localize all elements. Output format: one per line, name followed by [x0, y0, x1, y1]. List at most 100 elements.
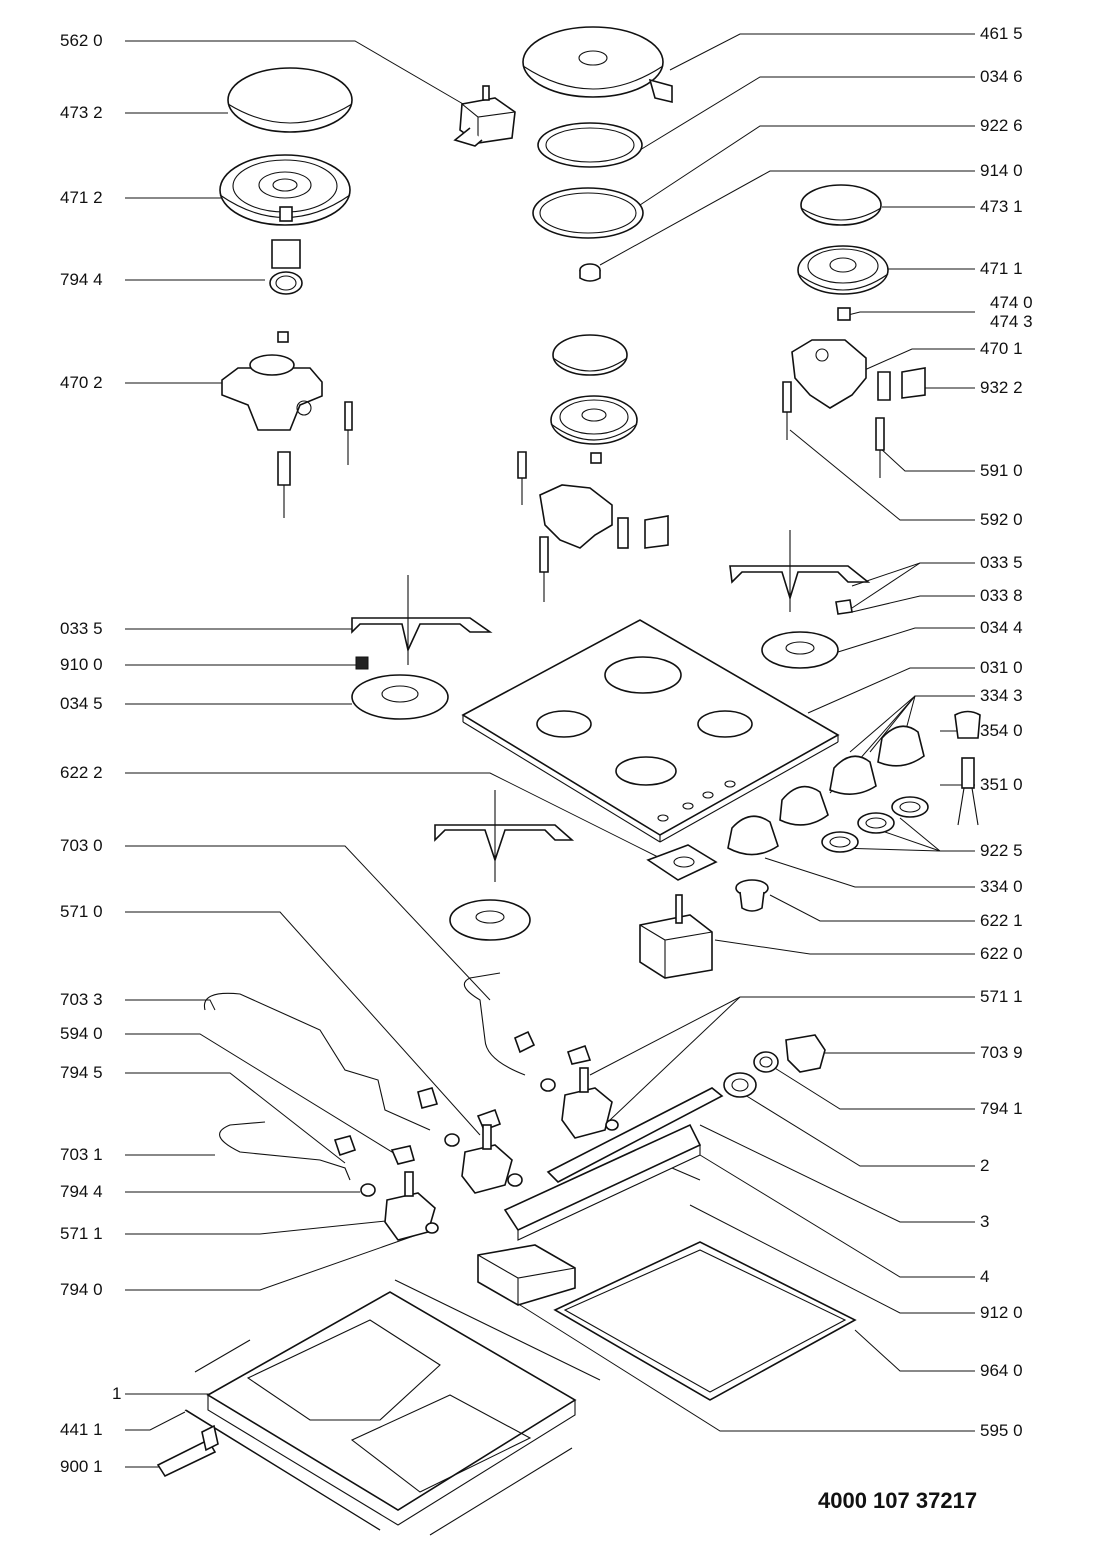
bracket-622-2 — [646, 844, 718, 881]
burner-base-470-1 — [782, 339, 926, 478]
pipe-703-0 — [463, 972, 526, 1076]
label-900-1: 900 1 — [60, 1457, 103, 1476]
switch-622-0 — [639, 894, 713, 979]
hotplate-461-5 — [522, 26, 673, 104]
pipe-703-1 — [219, 1121, 351, 1181]
label-703-1: 703 1 — [60, 1145, 103, 1164]
lamp-351-0 — [957, 757, 979, 826]
venturi-794-4 — [269, 239, 303, 295]
label-334-0: 334 0 — [980, 877, 1023, 896]
leader-lines-left — [125, 40, 661, 1468]
burner-head-middle — [550, 395, 638, 464]
label-471-1: 471 1 — [980, 259, 1023, 278]
label-592-0: 592 0 — [980, 510, 1023, 529]
nut-914-0 — [579, 263, 601, 282]
screw-912-0 — [671, 1167, 701, 1181]
label-354-0: 354 0 — [980, 721, 1023, 740]
gas-taps-571 — [384, 1067, 613, 1241]
injector-474-0 — [837, 307, 851, 321]
label-922-6: 922 6 — [980, 116, 1023, 135]
label-794-4: 794 4 — [60, 270, 103, 289]
label-4: 4 — [980, 1267, 990, 1286]
burner-cap-middle — [552, 334, 628, 376]
label-441-1: 441 1 — [60, 1420, 103, 1439]
clip-033-8 — [835, 599, 853, 615]
igniter-595-0 — [477, 1244, 576, 1306]
label-703-9: 703 9 — [980, 1043, 1023, 1062]
gasket-922-6 — [532, 187, 644, 239]
washers — [360, 1078, 619, 1234]
label-033-5-right: 033 5 — [980, 553, 1023, 572]
pan-support-left-033-5 — [351, 575, 493, 665]
label-622-1: 622 1 — [980, 911, 1023, 930]
burner-cap-473-2 — [227, 67, 353, 133]
label-794-5: 794 5 — [60, 1063, 103, 1082]
label-474-0: 474 0 — [990, 293, 1033, 312]
label-794-0: 794 0 — [60, 1280, 103, 1299]
label-470-1: 470 1 — [980, 339, 1023, 358]
label-622-0: 622 0 — [980, 944, 1023, 963]
label-034-4: 034 4 — [980, 618, 1023, 637]
label-334-3: 334 3 — [980, 686, 1023, 705]
hob-top-031-0 — [461, 619, 840, 843]
label-2: 2 — [980, 1156, 990, 1175]
pipe-703-3 — [203, 992, 431, 1131]
label-471-2: 471 2 — [60, 188, 103, 207]
label-461-5: 461 5 — [980, 24, 1023, 43]
label-571-1-right: 571 1 — [980, 987, 1023, 1006]
label-571-1-left: 571 1 — [60, 1224, 103, 1243]
base-tray-1 — [185, 1279, 601, 1536]
label-910-0: 910 0 — [60, 655, 103, 674]
clip-900-1 — [156, 1424, 219, 1478]
label-470-2: 470 2 — [60, 373, 103, 392]
label-034-5: 034 5 — [60, 694, 103, 713]
label-473-2: 473 2 — [60, 103, 103, 122]
bulb-354-0 — [954, 710, 981, 739]
label-794-4-lower: 794 4 — [60, 1182, 103, 1201]
label-932-2: 932 2 — [980, 378, 1023, 397]
label-034-6: 034 6 — [980, 67, 1023, 86]
label-964-0: 964 0 — [980, 1361, 1023, 1380]
label-571-0: 571 0 — [60, 902, 103, 921]
seal-964-0 — [553, 1241, 857, 1401]
label-594-0: 594 0 — [60, 1024, 103, 1043]
label-703-3: 703 3 — [60, 990, 103, 1009]
label-912-0: 912 0 — [980, 1303, 1023, 1322]
burner-head-471-1 — [797, 245, 889, 295]
knobs-334-3 — [779, 725, 925, 826]
label-591-0: 591 0 — [980, 461, 1023, 480]
label-914-0: 914 0 — [980, 161, 1023, 180]
clip-parts — [333, 1030, 592, 1165]
switch-562-0 — [453, 85, 516, 147]
burner-plate-034-4 — [761, 631, 839, 669]
burner-plate-034-5 — [351, 674, 449, 720]
burner-head-471-2 — [219, 154, 351, 226]
label-922-5: 922 5 — [980, 841, 1023, 860]
label-3: 3 — [980, 1212, 990, 1231]
strip-441-1 — [184, 1409, 381, 1531]
label-474-3: 474 3 — [990, 312, 1033, 331]
label-595-0: 595 0 — [980, 1421, 1023, 1440]
screw-910-0 — [355, 656, 369, 670]
label-703-0: 703 0 — [60, 836, 103, 855]
label-351-0: 351 0 — [980, 775, 1023, 794]
connector-703-9 — [723, 1034, 826, 1098]
manifold-2-3 — [503, 1087, 724, 1241]
burner-base-470-2 — [221, 331, 353, 518]
ring-034-6 — [537, 122, 643, 168]
burner-base-middle — [517, 451, 669, 602]
label-1: 1 — [112, 1384, 122, 1403]
label-031-0: 031 0 — [980, 658, 1023, 677]
label-794-1: 794 1 — [980, 1099, 1023, 1118]
sleeve-622-1 — [735, 879, 769, 912]
label-622-2: 622 2 — [60, 763, 103, 782]
document-number: 4000 107 37217 — [818, 1488, 978, 1513]
burner-plate-center — [449, 899, 531, 941]
knob-334-0 — [727, 815, 779, 856]
rings-922-5 — [821, 796, 929, 853]
label-473-1: 473 1 — [980, 197, 1023, 216]
label-033-8: 033 8 — [980, 586, 1023, 605]
burner-cap-473-1 — [800, 184, 882, 226]
